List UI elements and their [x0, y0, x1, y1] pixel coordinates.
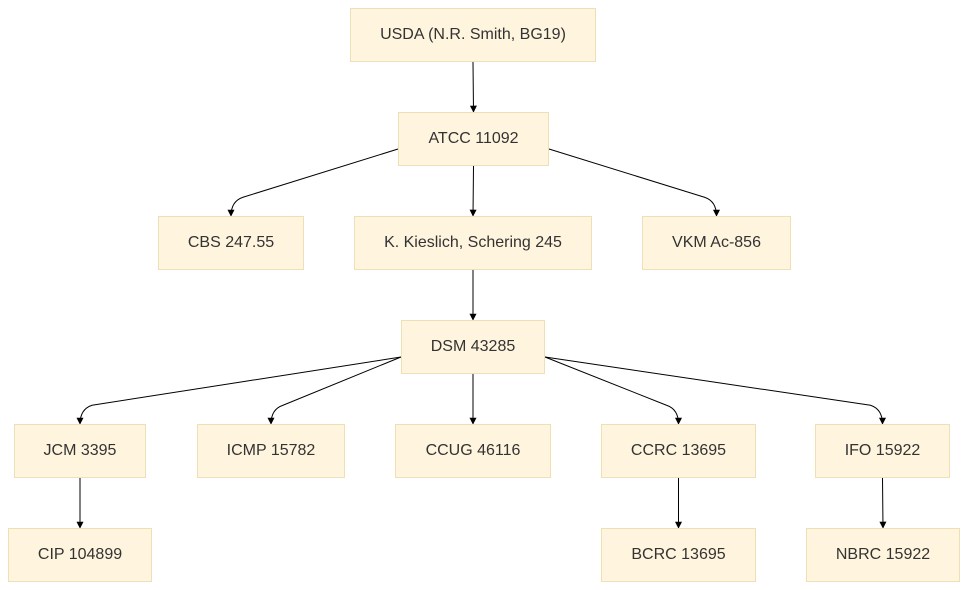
node-cip: CIP 104899 [8, 528, 152, 582]
edge-dsm-to-ccrc [544, 356, 682, 425]
edge-atcc-to-kieslich [469, 165, 477, 217]
node-icmp: ICMP 15782 [197, 424, 345, 478]
edge-dsm-to-icmp [267, 356, 402, 425]
node-nbrc: NBRC 15922 [806, 528, 960, 582]
node-ifo: IFO 15922 [815, 424, 950, 478]
node-dsm: DSM 43285 [401, 320, 545, 374]
node-ccug: CCUG 46116 [395, 424, 551, 478]
edge-usda-to-atcc [469, 61, 477, 113]
edge-atcc-to-cbs [227, 148, 399, 217]
node-jcm: JCM 3395 [14, 424, 146, 478]
edge-dsm-to-ifo [544, 356, 886, 425]
node-usda: USDA (N.R. Smith, BG19) [350, 8, 596, 62]
edge-ifo-to-nbrc [879, 477, 887, 529]
edge-atcc-to-vkm [548, 148, 720, 217]
node-vkm: VKM Ac-856 [642, 216, 791, 270]
node-ccrc: CCRC 13695 [601, 424, 756, 478]
node-atcc: ATCC 11092 [398, 112, 549, 166]
edge-dsm-to-jcm [76, 356, 402, 425]
node-cbs: CBS 247.55 [158, 216, 304, 270]
node-bcrc: BCRC 13695 [601, 528, 756, 582]
node-kieslich: K. Kieslich, Schering 245 [354, 216, 592, 270]
